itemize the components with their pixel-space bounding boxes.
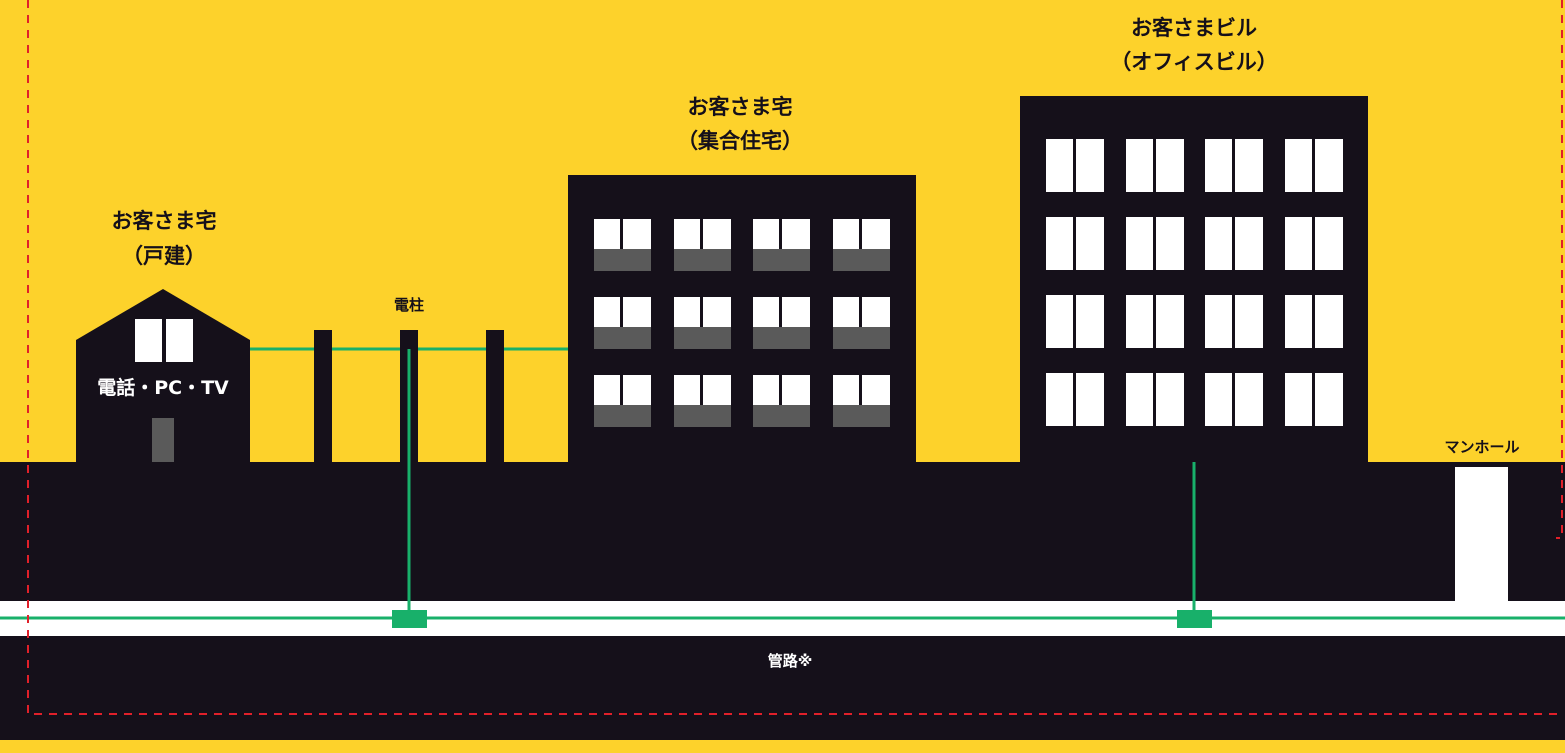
house-title: お客さま宅 bbox=[111, 209, 217, 233]
apartment-subtitle: （集合住宅） bbox=[677, 129, 803, 153]
window-icon bbox=[782, 375, 810, 407]
window-icon bbox=[1126, 139, 1153, 192]
window-icon bbox=[1126, 217, 1153, 270]
house-icon bbox=[76, 289, 250, 462]
house-devices-label: 電話・PC・TV bbox=[97, 377, 229, 399]
window-icon bbox=[674, 219, 700, 251]
window-icon bbox=[674, 375, 700, 407]
apartment-windows bbox=[594, 219, 890, 427]
window-icon bbox=[833, 219, 859, 251]
window-icon bbox=[1235, 139, 1263, 192]
bottom-strip bbox=[0, 740, 1565, 753]
office-title: お客さまビル bbox=[1131, 16, 1257, 40]
window-icon bbox=[1315, 139, 1343, 192]
window-shade bbox=[833, 405, 890, 427]
window-icon bbox=[623, 297, 651, 329]
window-icon bbox=[1156, 295, 1184, 348]
window-icon bbox=[1285, 217, 1312, 270]
window-icon bbox=[1046, 217, 1073, 270]
window-icon bbox=[1235, 295, 1263, 348]
window-icon bbox=[753, 219, 779, 251]
window-icon bbox=[1235, 217, 1263, 270]
window-icon bbox=[862, 297, 890, 329]
dashed-boundary-right bbox=[1556, 0, 1563, 539]
window-shade bbox=[753, 327, 810, 349]
connection-box-icon bbox=[1177, 610, 1212, 628]
window-shade bbox=[674, 405, 731, 427]
window-icon bbox=[1235, 373, 1263, 426]
window-shade bbox=[753, 249, 810, 271]
window-shade bbox=[833, 327, 890, 349]
window-icon bbox=[1076, 295, 1104, 348]
window-icon bbox=[1126, 295, 1153, 348]
window-icon bbox=[1205, 295, 1232, 348]
window-icon bbox=[1315, 373, 1343, 426]
window-icon bbox=[1156, 217, 1184, 270]
manhole-label: マンホール bbox=[1444, 438, 1520, 456]
window-shade bbox=[594, 249, 651, 271]
window-shade bbox=[674, 327, 731, 349]
window-icon bbox=[1285, 373, 1312, 426]
window-icon bbox=[1046, 295, 1073, 348]
window-icon bbox=[1126, 373, 1153, 426]
window-icon bbox=[1156, 373, 1184, 426]
window-icon bbox=[753, 375, 779, 407]
window-icon bbox=[753, 297, 779, 329]
connection-box-icon bbox=[392, 610, 427, 628]
window-shade bbox=[674, 249, 731, 271]
window-shade bbox=[753, 405, 810, 427]
window-icon bbox=[674, 297, 700, 329]
window-icon bbox=[782, 219, 810, 251]
manhole-icon bbox=[1455, 467, 1508, 602]
pole-label: 電柱 bbox=[393, 296, 424, 314]
window-icon bbox=[594, 219, 620, 251]
utility-pole-icon bbox=[486, 330, 504, 462]
window-icon bbox=[1205, 217, 1232, 270]
window-icon bbox=[703, 297, 731, 329]
window-icon bbox=[782, 297, 810, 329]
window-icon bbox=[703, 219, 731, 251]
window-icon bbox=[833, 375, 859, 407]
window-icon bbox=[1315, 217, 1343, 270]
window-shade bbox=[594, 327, 651, 349]
window-icon bbox=[1285, 139, 1312, 192]
window-icon bbox=[623, 375, 651, 407]
window-icon bbox=[594, 297, 620, 329]
office-windows bbox=[1046, 139, 1343, 426]
window-icon bbox=[703, 375, 731, 407]
window-shade bbox=[594, 405, 651, 427]
window-icon bbox=[1046, 373, 1073, 426]
window-icon bbox=[1315, 295, 1343, 348]
window-icon bbox=[1205, 139, 1232, 192]
window-icon bbox=[833, 297, 859, 329]
window-icon bbox=[1156, 139, 1184, 192]
conduit-label: 管路※ bbox=[767, 652, 813, 670]
house-subtitle: （戸建） bbox=[122, 244, 206, 268]
window-icon bbox=[623, 219, 651, 251]
utility-pole-icon bbox=[314, 330, 332, 462]
window-icon bbox=[1046, 139, 1073, 192]
window-icon bbox=[1205, 373, 1232, 426]
office-subtitle: （オフィスビル） bbox=[1110, 50, 1278, 74]
window-icon bbox=[862, 219, 890, 251]
window-icon bbox=[1076, 373, 1104, 426]
window-icon bbox=[1076, 139, 1104, 192]
window-icon bbox=[1285, 295, 1312, 348]
apartment-title: お客さま宅 bbox=[687, 95, 793, 119]
window-shade bbox=[833, 249, 890, 271]
window-icon bbox=[862, 375, 890, 407]
window-icon bbox=[594, 375, 620, 407]
window-icon bbox=[1076, 217, 1104, 270]
